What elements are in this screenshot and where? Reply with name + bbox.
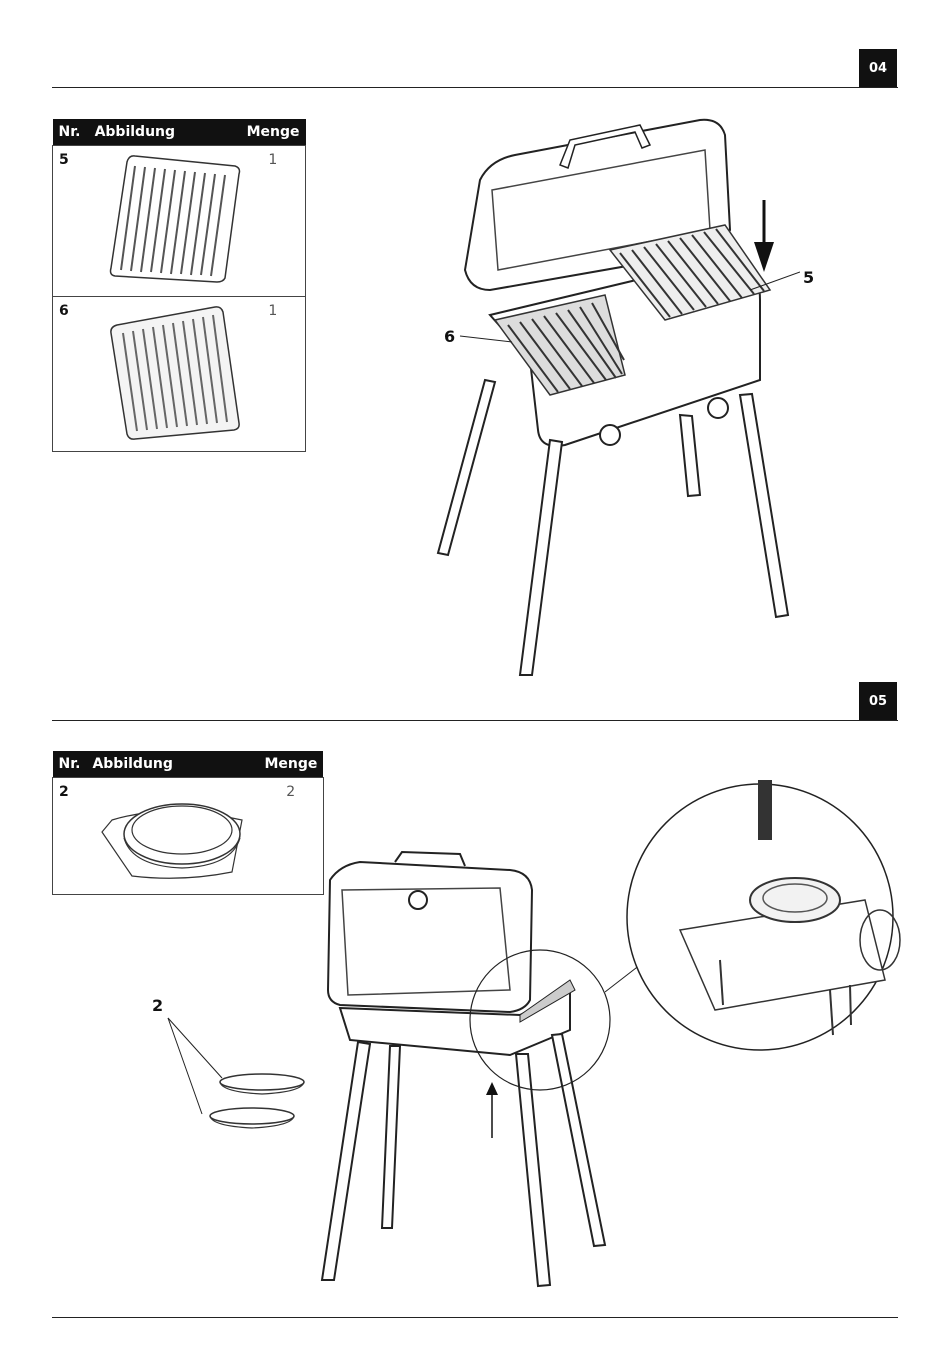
page-bottom-divider — [52, 1317, 898, 1318]
parts-table-step-05: Nr. Abbildung Menge 2 2 — [52, 751, 324, 895]
detail-zoom-illustration — [605, 780, 905, 1080]
griddle-plate-icon — [89, 297, 241, 452]
thermometer-icon — [409, 891, 427, 909]
row-qty: 1 — [241, 146, 306, 297]
row-nr: 5 — [53, 146, 89, 297]
grill-open-illustration — [420, 110, 800, 690]
col-qty-header: Menge — [241, 119, 306, 146]
step-05-badge: 05 — [859, 682, 897, 720]
step-04-divider — [52, 87, 898, 88]
grill-grate-icon — [89, 146, 241, 297]
up-arrow-icon — [486, 1082, 498, 1138]
grill-legs — [322, 1034, 605, 1286]
table-row: 2 2 — [53, 778, 324, 895]
drip-tray-icon — [86, 778, 258, 895]
grill-closed-illustration — [320, 850, 620, 1290]
parts-table-step-04: Nr. Abbildung Menge 5 1 — [52, 119, 306, 452]
table-row: 6 1 — [53, 297, 306, 452]
row-nr: 2 — [53, 778, 87, 895]
callout-6: 6 — [444, 327, 455, 346]
step-05-divider — [52, 720, 898, 721]
control-knob — [600, 425, 620, 445]
down-arrow-icon — [754, 200, 774, 272]
drip-trays-illustration — [160, 1010, 330, 1150]
callout-2: 2 — [152, 996, 163, 1015]
row-qty: 2 — [258, 778, 323, 895]
col-image-header: Abbildung — [86, 751, 258, 778]
col-nr-header: Nr. — [53, 751, 87, 778]
table-row: 5 1 — [53, 146, 306, 297]
control-knob — [708, 398, 728, 418]
row-qty: 1 — [241, 297, 306, 452]
col-nr-header: Nr. — [53, 119, 89, 146]
row-nr: 6 — [53, 297, 89, 452]
col-image-header: Abbildung — [89, 119, 241, 146]
col-qty-header: Menge — [258, 751, 323, 778]
callout-5: 5 — [803, 268, 814, 287]
step-04-badge: 04 — [859, 49, 897, 87]
grill-lid-closed — [328, 862, 532, 1012]
